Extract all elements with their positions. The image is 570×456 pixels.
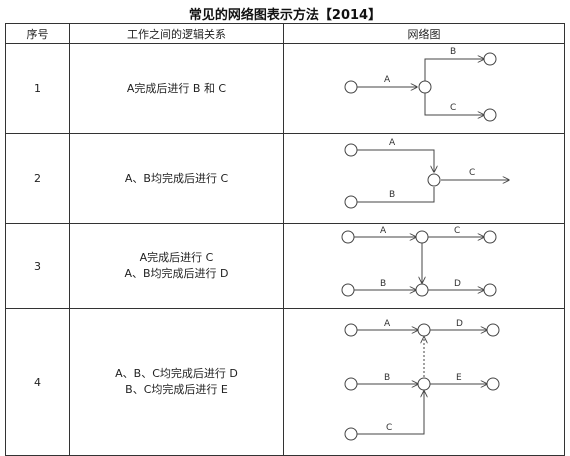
node [344,195,358,209]
table-row: 2 A、B均完成后进行 C A B C [5,133,565,224]
node [486,377,500,391]
arrow-b [357,187,435,203]
node [344,427,358,441]
header-row: 序号 工作之间的逻辑关系 网络图 [5,23,565,44]
row-seq: 1 [5,43,70,134]
node [483,108,497,122]
node [344,80,358,94]
network-diagram-svg: A C B D [341,226,497,297]
header-seq: 序号 [5,23,70,44]
network-diagram: A D B E C [283,308,565,456]
label-b: B [450,47,456,57]
node [344,143,358,157]
table-row: 1 A完成后进行 B 和 C [5,43,565,134]
node [483,283,497,297]
relation-line: A完成后进行 C [139,251,214,264]
row-relation: A、B均完成后进行 C [69,133,284,224]
label-b: B [389,190,395,200]
network-diagram-table: 序号 工作之间的逻辑关系 网络图 1 A完成后进行 B 和 C [5,23,565,456]
row-relation: A、B、C均完成后进行 D B、C均完成后进行 E [69,308,284,456]
network-diagram-svg: A B C [344,47,497,122]
relation-line: A、B均完成后进行 C [124,171,229,185]
label-a: A [384,75,391,85]
node [483,52,497,66]
row-seq: 4 [5,308,70,456]
arrow-a [357,149,434,172]
label-a: A [384,319,391,329]
label-e: E [456,373,462,383]
label-d: D [454,279,461,289]
node [486,323,500,337]
arrow-b [424,59,484,81]
label-c: C [450,103,456,113]
header-relation: 工作之间的逻辑关系 [69,23,284,44]
network-diagram-svg: A B C [344,138,565,209]
node [344,377,358,391]
row-seq: 2 [5,133,70,224]
node [415,283,429,297]
label-b: B [380,279,386,289]
node [418,80,432,94]
label-b: B [384,373,390,383]
relation-line: B、C均完成后进行 E [125,383,228,396]
row-seq: 3 [5,223,70,309]
label-a: A [380,226,387,236]
node [483,230,497,244]
node [341,283,355,297]
label-c: C [469,168,475,178]
relation-line: A、B均完成后进行 D [124,267,229,280]
network-diagram: A B C [283,43,565,134]
row-relation: A完成后进行 B 和 C [69,43,284,134]
table-row: 3 A完成后进行 C A、B均完成后进行 D [5,223,565,309]
label-c: C [386,423,392,433]
label-a: A [389,138,396,148]
page-title: 常见的网络图表示方法【2014】 [188,8,382,23]
relation-line: A、B、C均完成后进行 D [115,367,238,380]
node [427,173,441,187]
network-diagram: A C B D [283,223,565,309]
arrow-c [357,391,424,435]
node [415,230,429,244]
row-relation: A完成后进行 C A、B均完成后进行 D [69,223,284,309]
node [341,230,355,244]
node [417,377,431,391]
network-diagram: A B C [283,133,565,224]
table-row: 4 A、B、C均完成后进行 D B、C均完成后进行 E [5,308,565,456]
arrow-c [424,93,484,115]
label-c: C [454,226,460,236]
node [417,323,431,337]
node [344,323,358,337]
relation-line: A完成后进行 B 和 C [126,81,227,95]
label-d: D [456,319,463,329]
network-diagram-svg: A D B E C [344,319,500,441]
header-network: 网络图 [283,23,565,44]
